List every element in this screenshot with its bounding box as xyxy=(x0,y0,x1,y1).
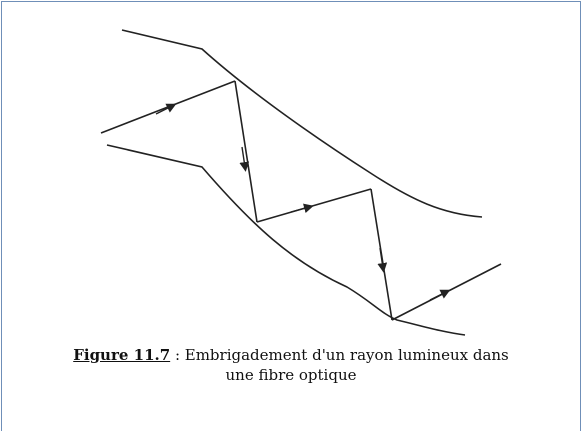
arrow-head-5 xyxy=(430,292,446,300)
ray-segment-2 xyxy=(235,81,257,222)
fiber-lower-wall xyxy=(107,145,465,335)
caption-text-2: une fibre optique xyxy=(0,365,584,385)
caption-text-1: : Embrigadement d'un rayon lumineux dans xyxy=(170,346,509,364)
ray-segment-3 xyxy=(257,189,371,222)
figure-caption: Figure 11.7 : Embrigadement d'un rayon l… xyxy=(2,345,584,385)
ray-segment-exit xyxy=(392,264,501,320)
fiber-upper-wall xyxy=(122,30,482,217)
ray-segment-incident xyxy=(101,81,235,133)
arrow-head-2 xyxy=(242,147,245,167)
caption-line-1: Figure 11.7 : Embrigadement d'un rayon l… xyxy=(0,345,584,365)
figure-label: Figure 11.7 xyxy=(73,346,170,364)
arrow-head-3 xyxy=(291,207,309,212)
